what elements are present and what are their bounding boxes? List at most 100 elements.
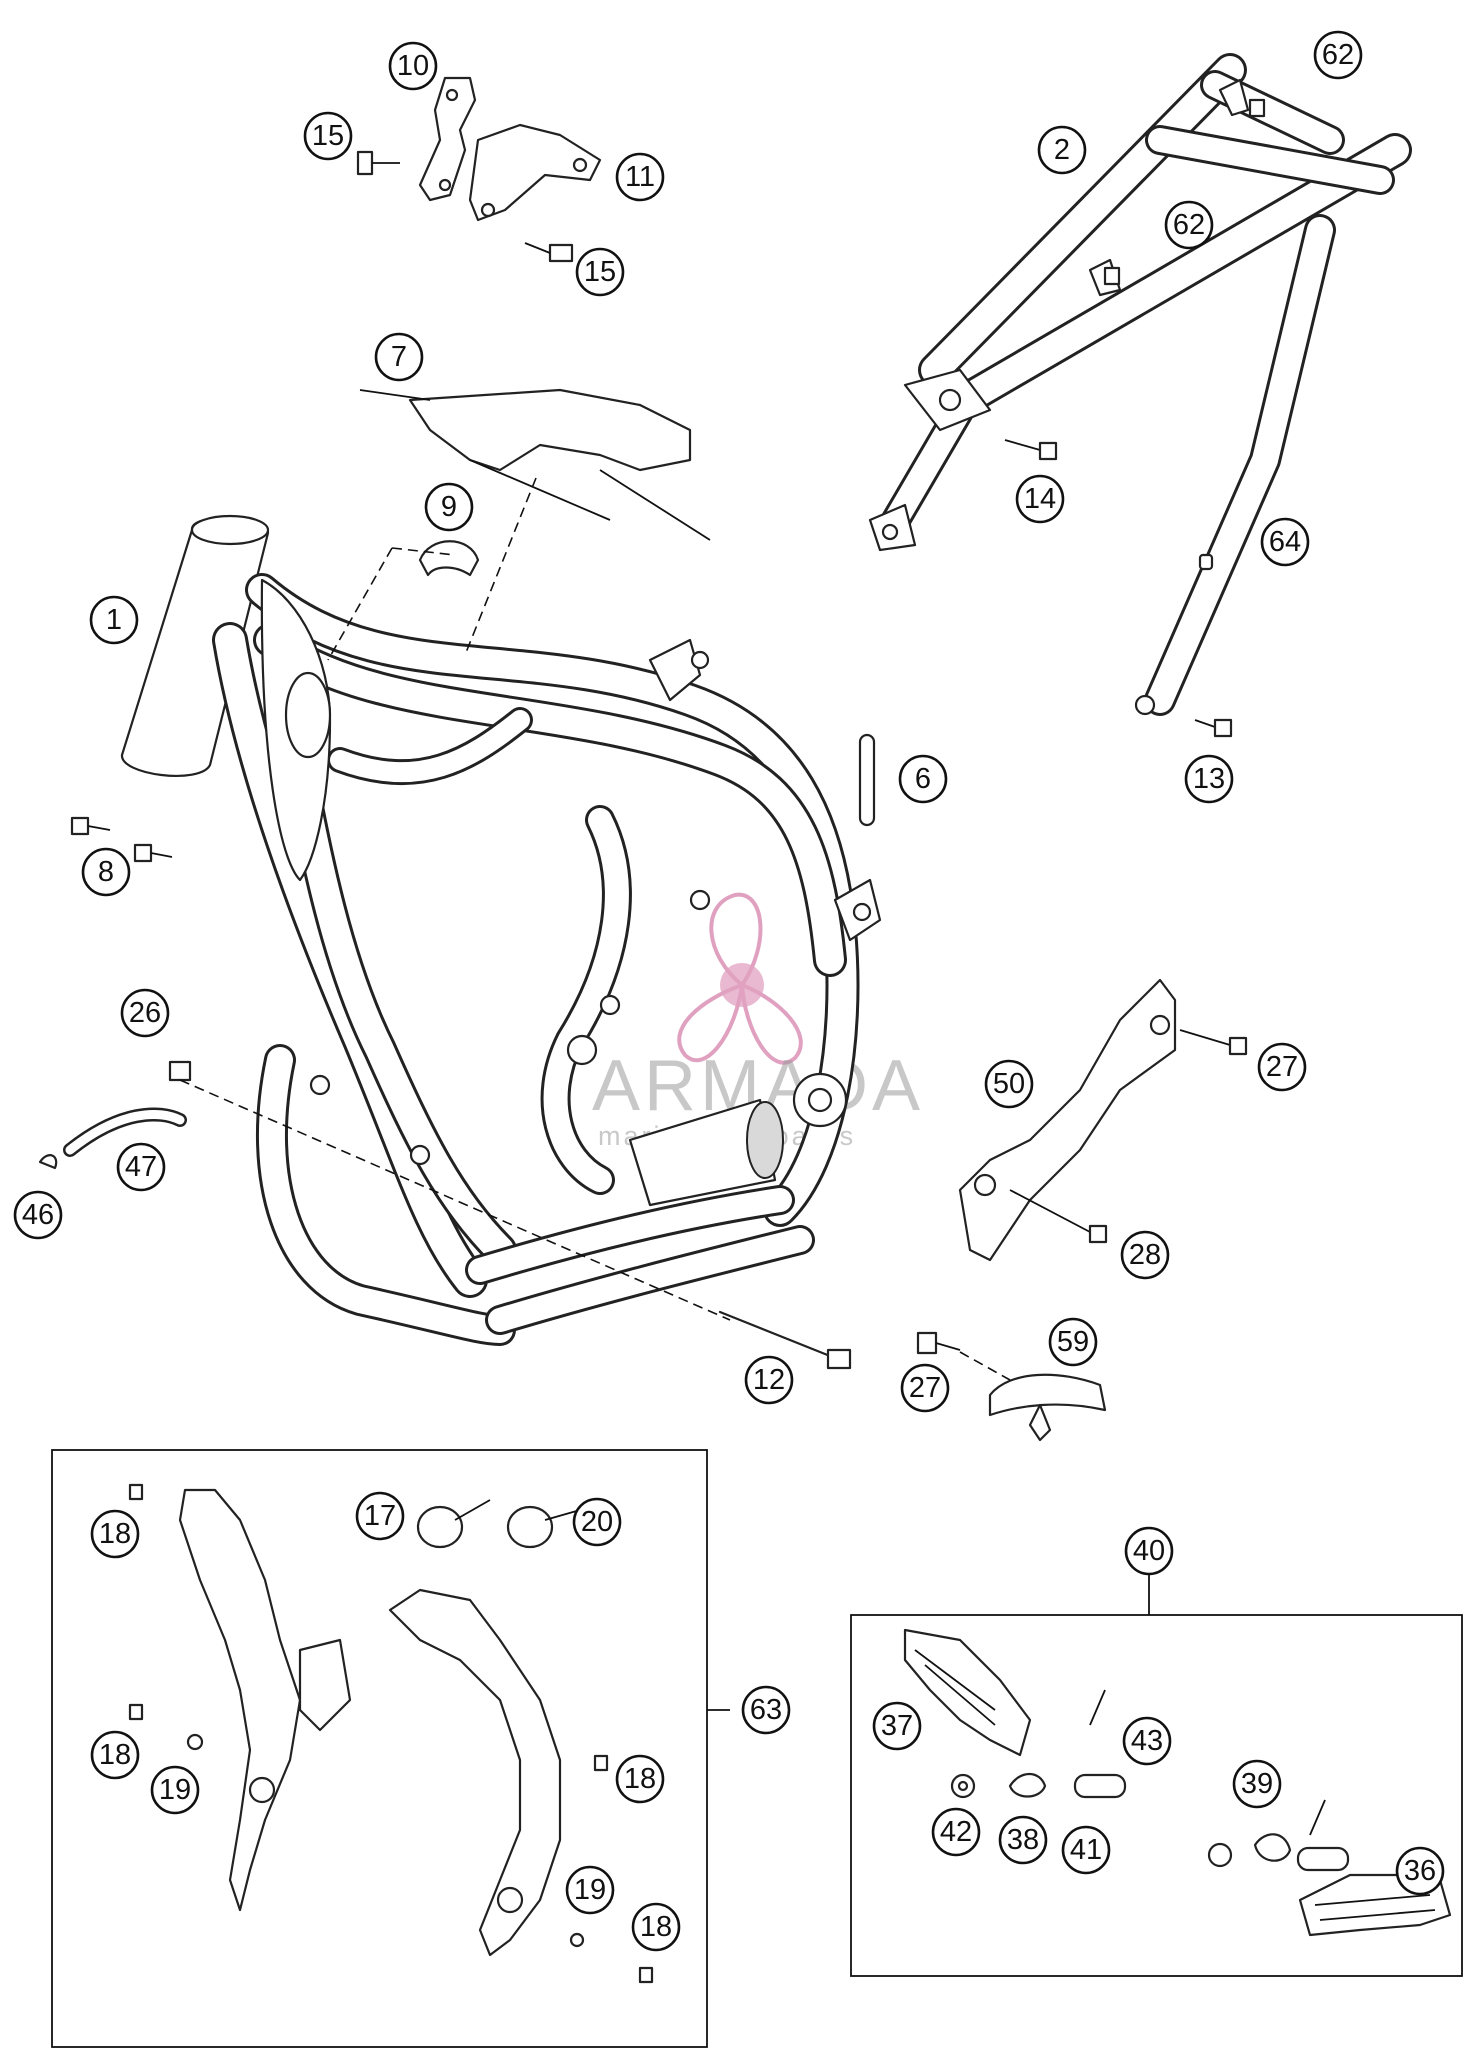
frame-protector-parts bbox=[128, 1483, 654, 1984]
callout-label: 2 bbox=[1054, 134, 1070, 166]
callout-11: 11 bbox=[615, 152, 665, 202]
chain-guide-part-59 bbox=[988, 1373, 1107, 1417]
frame-protector-kit-box bbox=[51, 1449, 708, 2048]
callout-43: 43 bbox=[1122, 1716, 1172, 1766]
callout-label: 28 bbox=[1129, 1239, 1161, 1271]
callout-28: 28 bbox=[1120, 1230, 1170, 1280]
clip-part-46 bbox=[38, 1154, 58, 1170]
bolt-part-14 bbox=[1004, 439, 1058, 461]
callout-label: 42 bbox=[940, 1816, 972, 1848]
callout-label: 27 bbox=[909, 1372, 941, 1404]
callout-label: 20 bbox=[581, 1506, 613, 1538]
callout-label: 18 bbox=[99, 1518, 131, 1550]
callout-47: 47 bbox=[116, 1142, 166, 1192]
footrest-kit-box bbox=[850, 1614, 1463, 1977]
footrest-parts bbox=[903, 1628, 1452, 1937]
callout-18-c: 18 bbox=[615, 1754, 665, 1804]
callout-18-d: 18 bbox=[631, 1902, 681, 1952]
callout-label: 62 bbox=[1173, 209, 1205, 241]
nut-part-26 bbox=[168, 1060, 192, 1082]
callout-label: 8 bbox=[98, 856, 114, 888]
callout-label: 38 bbox=[1007, 1824, 1039, 1856]
callout-18-a: 18 bbox=[90, 1509, 140, 1559]
callout-1: 1 bbox=[89, 595, 139, 645]
callout-label: 14 bbox=[1024, 483, 1056, 515]
callout-label: 18 bbox=[624, 1763, 656, 1795]
callout-20: 20 bbox=[572, 1497, 622, 1547]
callout-label: 7 bbox=[391, 341, 407, 373]
callout-label: 18 bbox=[99, 1739, 131, 1771]
callout-label: 1 bbox=[106, 604, 122, 636]
callout-label: 19 bbox=[574, 1874, 606, 1906]
callout-63: 63 bbox=[741, 1685, 791, 1735]
callout-label: 15 bbox=[312, 120, 344, 152]
callout-26: 26 bbox=[120, 988, 170, 1038]
bolt-part-28 bbox=[1009, 1189, 1108, 1244]
callout-14: 14 bbox=[1015, 474, 1065, 524]
callout-19-b: 19 bbox=[565, 1865, 615, 1915]
callout-label: 15 bbox=[584, 256, 616, 288]
callout-label: 43 bbox=[1131, 1725, 1163, 1757]
subframe-part-2 bbox=[868, 53, 1412, 716]
callout-label: 10 bbox=[397, 50, 429, 82]
callout-42: 42 bbox=[931, 1807, 981, 1857]
callout-label: 26 bbox=[129, 997, 161, 1029]
callout-label: 59 bbox=[1057, 1326, 1089, 1358]
callout-38: 38 bbox=[998, 1815, 1048, 1865]
callout-15-bottom: 15 bbox=[575, 247, 625, 297]
callout-37: 37 bbox=[872, 1701, 922, 1751]
callout-label: 50 bbox=[993, 1068, 1025, 1100]
leader-lines bbox=[179, 477, 1011, 1711]
callout-label: 46 bbox=[22, 1199, 54, 1231]
callout-label: 9 bbox=[441, 491, 457, 523]
callout-27-bottom: 27 bbox=[900, 1363, 950, 1413]
callout-62-mid: 62 bbox=[1164, 200, 1214, 250]
callout-label: 40 bbox=[1133, 1535, 1165, 1567]
callout-19-a: 19 bbox=[150, 1765, 200, 1815]
callout-7: 7 bbox=[374, 332, 424, 382]
clamp-part-9 bbox=[418, 540, 480, 577]
callout-label: 18 bbox=[640, 1911, 672, 1943]
bracket-part-10 bbox=[418, 76, 477, 202]
bolt-part-8 bbox=[70, 816, 173, 863]
callout-label: 63 bbox=[750, 1694, 782, 1726]
callout-46: 46 bbox=[13, 1190, 63, 1240]
bolt-part-27 bbox=[916, 1029, 1248, 1355]
callout-15-top: 15 bbox=[303, 111, 353, 161]
callout-12: 12 bbox=[744, 1355, 794, 1405]
callout-label: 41 bbox=[1070, 1834, 1102, 1866]
callout-label: 36 bbox=[1404, 1855, 1436, 1887]
main-frame-part-1 bbox=[120, 514, 882, 1346]
callout-label: 6 bbox=[915, 763, 931, 795]
rubber-part-64 bbox=[1198, 553, 1214, 571]
callout-27-right: 27 bbox=[1257, 1042, 1307, 1092]
propeller-logo-icon bbox=[677, 892, 803, 1065]
callout-39: 39 bbox=[1232, 1759, 1282, 1809]
bracket-part-11 bbox=[468, 123, 602, 222]
callout-59: 59 bbox=[1048, 1317, 1098, 1367]
callout-62-top: 62 bbox=[1313, 30, 1363, 80]
callout-label: 17 bbox=[364, 1500, 396, 1532]
callout-17: 17 bbox=[355, 1491, 405, 1541]
callout-40: 40 bbox=[1124, 1526, 1174, 1576]
callout-label: 62 bbox=[1322, 39, 1354, 71]
callout-18-b: 18 bbox=[90, 1730, 140, 1780]
callout-label: 39 bbox=[1241, 1768, 1273, 1800]
callout-10: 10 bbox=[388, 41, 438, 91]
callout-36: 36 bbox=[1395, 1846, 1445, 1896]
callout-2: 2 bbox=[1037, 125, 1087, 175]
callout-label: 11 bbox=[625, 161, 655, 193]
callout-label: 13 bbox=[1193, 763, 1225, 795]
bolt-part-13 bbox=[1194, 718, 1233, 738]
callout-label: 64 bbox=[1269, 526, 1301, 558]
callout-8: 8 bbox=[81, 847, 131, 897]
strap-part-6 bbox=[858, 733, 876, 827]
callout-label: 37 bbox=[881, 1710, 913, 1742]
callout-64: 64 bbox=[1260, 517, 1310, 567]
skid-plate-part-7 bbox=[408, 388, 692, 472]
axle-bolt-part-12 bbox=[718, 1310, 852, 1370]
bolt-part-15 bbox=[356, 150, 574, 263]
bolt-part-62-mid bbox=[1103, 266, 1121, 286]
callout-label: 27 bbox=[1266, 1051, 1298, 1083]
